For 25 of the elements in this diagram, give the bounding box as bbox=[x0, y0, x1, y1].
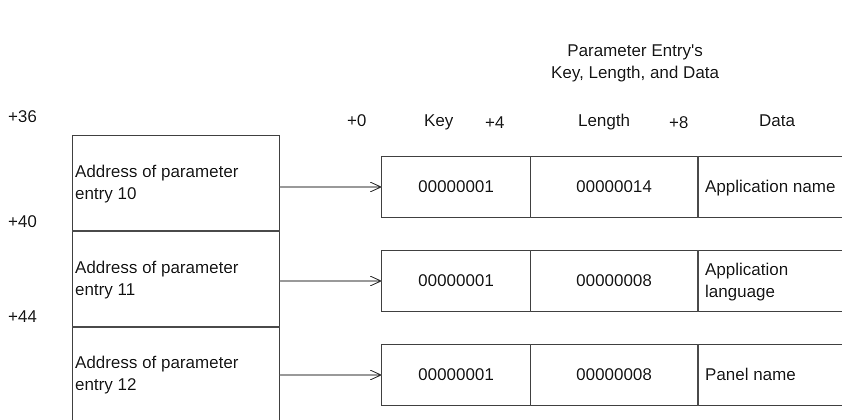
arrow bbox=[280, 370, 382, 380]
data-cell: Application name bbox=[698, 156, 842, 218]
key-cell: 00000001 bbox=[381, 156, 531, 218]
offset-label: +36 bbox=[8, 106, 37, 128]
key-cell: 00000001 bbox=[381, 250, 531, 312]
address-cell: Address of parameter entry 11 bbox=[72, 231, 280, 327]
data-cell: Application language bbox=[698, 250, 842, 312]
length-cell: 00000014 bbox=[531, 156, 698, 218]
address-cell: Address of parameter entry 12 bbox=[72, 327, 280, 420]
data-cell: Panel name bbox=[698, 344, 842, 406]
offset-label: +44 bbox=[8, 306, 37, 328]
offset-label: Data bbox=[759, 110, 795, 132]
address-cell: Address of parameter entry 10 bbox=[72, 135, 280, 231]
offset-label: +8 bbox=[669, 112, 688, 134]
diagram-title: Parameter Entry's Key, Length, and Data bbox=[550, 40, 720, 84]
offset-label: +40 bbox=[8, 211, 37, 233]
arrow bbox=[280, 182, 382, 192]
offset-label: +4 bbox=[485, 112, 504, 134]
offset-label: Key bbox=[424, 110, 454, 132]
key-cell: 00000001 bbox=[381, 344, 531, 406]
length-cell: 00000008 bbox=[531, 344, 698, 406]
offset-label: Length bbox=[578, 110, 630, 132]
offset-label: +0 bbox=[347, 110, 366, 132]
length-cell: 00000008 bbox=[531, 250, 698, 312]
arrow bbox=[280, 276, 382, 286]
